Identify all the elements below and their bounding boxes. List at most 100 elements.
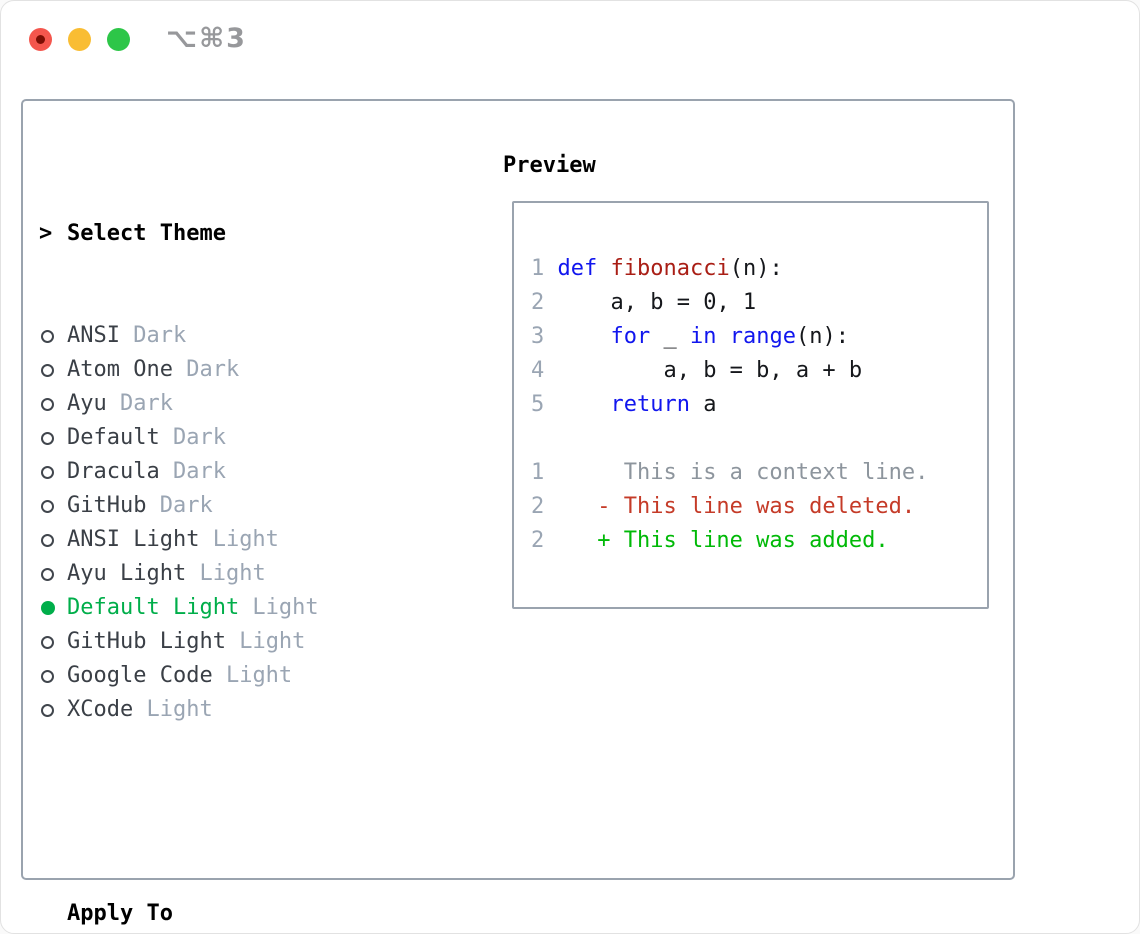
- maximize-button[interactable]: [107, 28, 130, 51]
- empty-circle-icon: [41, 465, 54, 479]
- preview-blank-line: [531, 422, 987, 456]
- empty-circle-icon: [41, 703, 54, 717]
- token-del: - This line was deleted.: [544, 494, 916, 519]
- theme-item-default-light[interactable]: Default Light Light: [39, 591, 410, 625]
- spacer: [39, 795, 410, 829]
- radio-icon[interactable]: [39, 703, 67, 717]
- token-ln: 2: [531, 528, 545, 553]
- preview-code-line: 2 a, b = 0, 1: [531, 286, 987, 320]
- theme-variant-label: Dark: [119, 323, 187, 348]
- filled-circle-icon: [41, 601, 55, 615]
- theme-item-ansi[interactable]: ANSI Dark: [39, 319, 410, 353]
- token-ln: 4: [531, 358, 558, 383]
- radio-icon[interactable]: [39, 499, 67, 513]
- token-kw: range: [729, 324, 796, 349]
- option-label: Ayu: [67, 391, 107, 416]
- theme-item-github-light[interactable]: GitHub Light Light: [39, 625, 410, 659]
- radio-icon[interactable]: [39, 329, 67, 343]
- theme-variant-label: Dark: [146, 493, 213, 518]
- empty-circle-icon: [41, 397, 54, 411]
- theme-variant-label: Dark: [106, 391, 173, 416]
- radio-icon[interactable]: [39, 397, 67, 411]
- token-pl: (n):: [729, 256, 783, 281]
- theme-variant-label: Light: [186, 561, 266, 586]
- radio-icon[interactable]: [39, 669, 67, 683]
- window-controls: [29, 28, 130, 51]
- option-label: GitHub Light: [67, 629, 226, 654]
- close-button[interactable]: [29, 28, 52, 51]
- preview-code-line: 2 + This line was added.: [531, 524, 987, 558]
- preview-code-line: 4 a, b = b, a + b: [531, 354, 987, 388]
- theme-item-ayu-light[interactable]: Ayu Light Light: [39, 557, 410, 591]
- theme-item-google-code[interactable]: Google Code Light: [39, 659, 410, 693]
- preview-code-line: 5 return a: [531, 388, 987, 422]
- theme-list-header: > Select Theme: [39, 217, 410, 251]
- radio-icon[interactable]: [39, 533, 67, 547]
- empty-circle-icon: [41, 363, 54, 377]
- theme-list-title: Select Theme: [67, 221, 226, 246]
- radio-icon[interactable]: [39, 431, 67, 445]
- theme-item-github[interactable]: GitHub Dark: [39, 489, 410, 523]
- token-pl: a: [689, 392, 717, 417]
- radio-icon[interactable]: [39, 465, 67, 479]
- apply-to-header: Apply To: [39, 897, 410, 931]
- theme-item-ayu[interactable]: Ayu Dark: [39, 387, 410, 421]
- token-ln: 2: [531, 494, 545, 519]
- token-ln: 1: [531, 460, 545, 485]
- token-kw: return: [610, 392, 690, 417]
- empty-circle-icon: [41, 567, 54, 581]
- token-pl: (n):: [795, 324, 849, 349]
- empty-circle-icon: [41, 329, 54, 343]
- cursor-icon: >: [39, 221, 53, 246]
- option-label: Dracula: [67, 459, 160, 484]
- preview-code-line: 3 for _ in range(n):: [531, 320, 987, 354]
- empty-circle-icon: [41, 635, 54, 649]
- token-kw: for: [610, 324, 651, 349]
- preview-code-line: 1 def fibonacci(n):: [531, 252, 987, 286]
- preview-title: Preview: [503, 153, 596, 178]
- empty-circle-icon: [41, 669, 54, 683]
- empty-circle-icon: [41, 533, 54, 547]
- theme-item-xcode[interactable]: XCode Light: [39, 693, 410, 727]
- theme-variant-label: Light: [212, 663, 293, 688]
- selected-radio-icon[interactable]: [39, 601, 67, 615]
- option-label: Ayu Light: [67, 561, 187, 586]
- theme-variant-label: Dark: [159, 425, 226, 450]
- token-pl: a, b = 0, 1: [557, 290, 757, 315]
- radio-icon[interactable]: [39, 567, 67, 581]
- window-shortcut-label: ⌥⌘3: [166, 23, 247, 54]
- radio-icon[interactable]: [39, 635, 67, 649]
- token-add: + This line was added.: [544, 528, 889, 553]
- token-pl: _: [650, 324, 690, 349]
- empty-circle-icon: [41, 431, 54, 445]
- option-label: Google Code: [67, 663, 213, 688]
- token-fn: fibonacci: [610, 256, 730, 281]
- option-label: ANSI: [67, 323, 120, 348]
- option-label: Default: [67, 425, 160, 450]
- theme-item-dracula[interactable]: Dracula Dark: [39, 455, 410, 489]
- theme-variant-label: Light: [199, 527, 279, 552]
- token-kw: in: [689, 324, 717, 349]
- minimize-button[interactable]: [68, 28, 91, 51]
- theme-variant-label: Light: [239, 595, 319, 620]
- token-kw: def: [557, 256, 611, 281]
- option-label: GitHub: [67, 493, 147, 518]
- apply-to-title: Apply To: [67, 901, 173, 926]
- token-ln: 2: [531, 290, 558, 315]
- token-pl: [558, 392, 611, 417]
- token-pl: [558, 324, 611, 349]
- radio-icon[interactable]: [39, 363, 67, 377]
- option-label: XCode: [67, 697, 134, 722]
- theme-variant-label: Light: [133, 697, 213, 722]
- token-ln: 5: [531, 392, 558, 417]
- theme-item-default[interactable]: Default Dark: [39, 421, 410, 455]
- theme-item-ansi-light[interactable]: ANSI Light Light: [39, 523, 410, 557]
- theme-variant-label: Dark: [159, 459, 226, 484]
- token-pl: a, b = b, a + b: [557, 358, 863, 383]
- theme-item-atom-one[interactable]: Atom One Dark: [39, 353, 410, 387]
